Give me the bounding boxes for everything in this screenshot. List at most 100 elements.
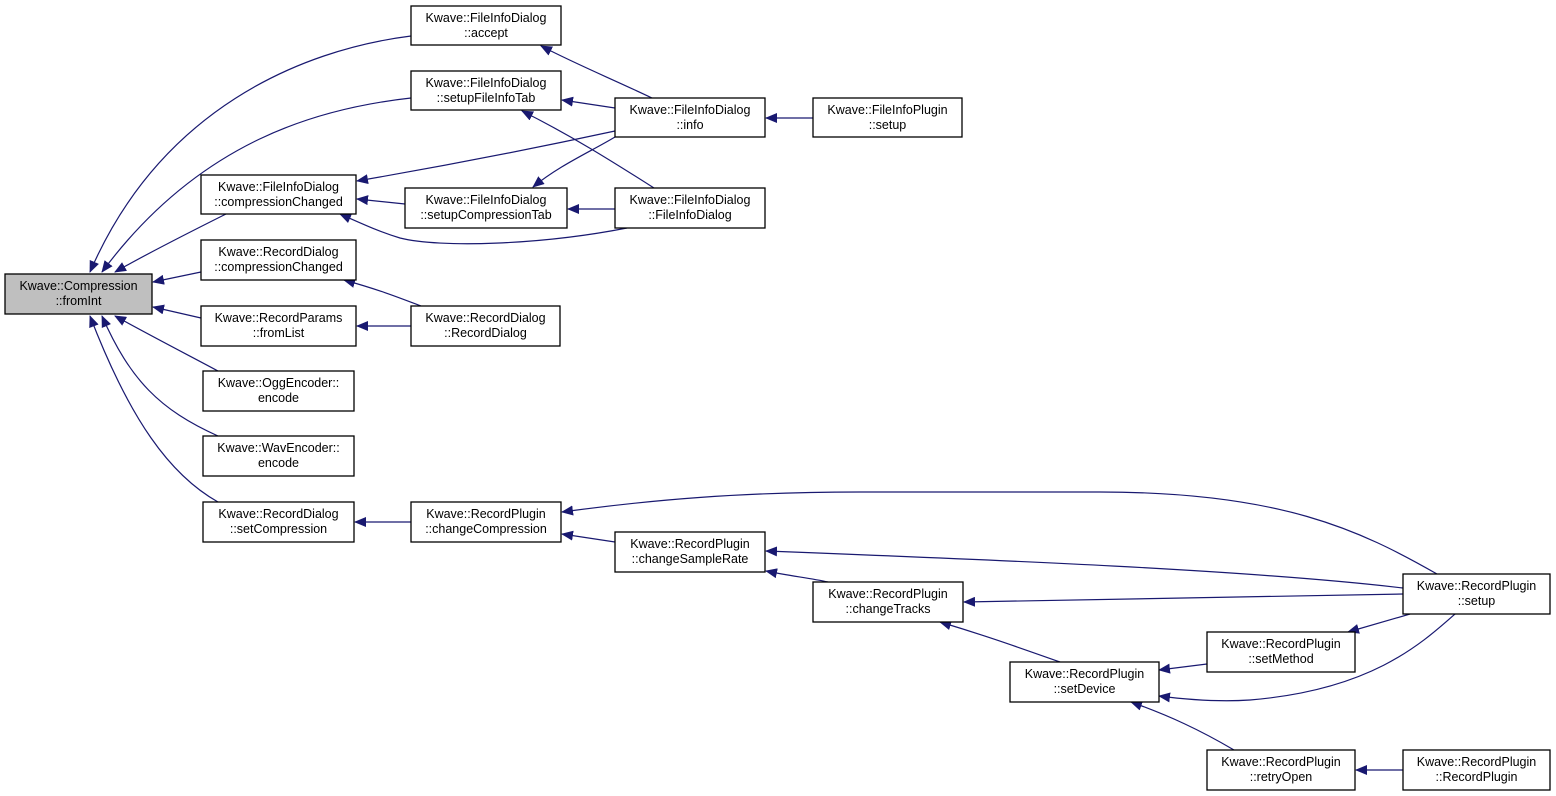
node-method-label: ::info: [676, 118, 703, 132]
edge-rpl_setup-to-rpl_changeSampleRate: [765, 546, 1404, 589]
node-class-label: Kwave::FileInfoPlugin: [827, 103, 947, 117]
node-rpl-changeTracks[interactable]: Kwave::RecordPlugin::changeTracks: [812, 581, 964, 623]
node-fip-setup[interactable]: Kwave::FileInfoPlugin::setup: [812, 97, 963, 138]
node-box: [1206, 749, 1356, 791]
node-method-label: ::setMethod: [1248, 652, 1313, 666]
node-class-label: Kwave::FileInfoDialog: [426, 76, 547, 90]
node-method-label: ::FileInfoDialog: [648, 208, 731, 222]
node-box: [202, 435, 355, 477]
node-class-label: Kwave::FileInfoDialog: [630, 103, 751, 117]
node-class-label: Kwave::RecordPlugin: [426, 507, 546, 521]
node-method-label: ::setup: [1458, 594, 1496, 608]
edge-fid_info-to-fid_setupFileInfoTab: [561, 96, 616, 109]
edge-rpl_changeTracks-to-rpl_changeSampleRate: [765, 568, 829, 583]
node-box: [200, 305, 357, 347]
edge-wav_encode-to-root: [101, 315, 219, 437]
node-rd-compressionChanged[interactable]: Kwave::RecordDialog::compressionChanged: [200, 239, 357, 281]
node-method-label: ::fromList: [253, 326, 305, 340]
node-box: [410, 5, 562, 46]
edge-rpl_retryOpen-to-rpl_setDevice: [1130, 701, 1235, 751]
edge-rpl_setup-to-rpl_changeTracks: [963, 593, 1404, 607]
edge-fid_ctor-to-fid_compressionChanged: [339, 213, 628, 245]
node-box: [202, 370, 355, 412]
node-rpl-retryOpen[interactable]: Kwave::RecordPlugin::retryOpen: [1206, 749, 1356, 791]
edge-fid_info-to-fid_accept: [540, 45, 653, 99]
node-box: [4, 273, 153, 315]
edge-fid_accept-to-root: [89, 35, 412, 273]
node-rpl-setMethod[interactable]: Kwave::RecordPlugin::setMethod: [1206, 631, 1356, 673]
edges-layer: [89, 35, 1456, 775]
node-box: [812, 581, 964, 623]
edge-fid_setupFileInfoTab-to-root: [101, 97, 412, 273]
node-class-label: Kwave::OggEncoder::: [218, 376, 340, 390]
node-method-label: ::retryOpen: [1250, 770, 1313, 784]
node-box: [1206, 631, 1356, 673]
node-method-label: encode: [258, 456, 299, 470]
edge-fid_setupCompressionTab-to-fid_compressionChanged: [356, 195, 406, 206]
node-method-label: ::setupCompressionTab: [420, 208, 551, 222]
node-box: [614, 187, 766, 229]
node-rpl-setup[interactable]: Kwave::RecordPlugin::setup: [1402, 573, 1551, 615]
edge-rd_compressionChanged-to-root: [152, 271, 202, 285]
node-rpl-ctor[interactable]: Kwave::RecordPlugin::RecordPlugin: [1402, 749, 1551, 791]
node-rd-setCompression[interactable]: Kwave::RecordDialog::setCompression: [202, 501, 355, 543]
node-class-label: Kwave::RecordPlugin: [630, 537, 750, 551]
node-class-label: Kwave::RecordDialog: [218, 507, 338, 521]
node-box: [614, 531, 766, 573]
node-method-label: ::changeSampleRate: [632, 552, 749, 566]
node-class-label: Kwave::RecordDialog: [218, 245, 338, 259]
nodes-layer: Kwave::Compression::fromInt Kwave::FileIn…: [4, 5, 1551, 791]
node-method-label: ::setDevice: [1054, 682, 1116, 696]
node-ogg-encode[interactable]: Kwave::OggEncoder::encode: [202, 370, 355, 412]
node-fid-compressionChanged[interactable]: Kwave::FileInfoDialog::compressionChange…: [200, 174, 357, 215]
node-fid-info[interactable]: Kwave::FileInfoDialog::info: [614, 97, 766, 138]
edge-rp_fromList-to-root: [152, 304, 202, 319]
node-class-label: Kwave::RecordPlugin: [828, 587, 948, 601]
node-box: [404, 187, 568, 229]
node-method-label: ::RecordPlugin: [1436, 770, 1518, 784]
node-fid-ctor[interactable]: Kwave::FileInfoDialog::FileInfoDialog: [614, 187, 766, 229]
node-class-label: Kwave::RecordPlugin: [1417, 755, 1537, 769]
node-rd-ctor[interactable]: Kwave::RecordDialog::RecordDialog: [410, 305, 561, 347]
node-fid-setupFileInfoTab[interactable]: Kwave::FileInfoDialog::setupFileInfoTab: [410, 70, 562, 111]
node-root[interactable]: Kwave::Compression::fromInt: [4, 273, 153, 315]
node-box: [1402, 749, 1551, 791]
node-method-label: ::compressionChanged: [214, 195, 343, 209]
node-rpl-changeCompression[interactable]: Kwave::RecordPlugin::changeCompression: [410, 501, 562, 543]
node-box: [1402, 573, 1551, 615]
node-box: [812, 97, 963, 138]
node-class-label: Kwave::FileInfoDialog: [426, 193, 547, 207]
node-box: [202, 501, 355, 543]
edge-ogg_encode-to-root: [114, 315, 219, 372]
node-method-label: ::setupFileInfoTab: [437, 91, 536, 105]
node-fid-setupCompressionTab[interactable]: Kwave::FileInfoDialog::setupCompressionT…: [404, 187, 568, 229]
edge-rpl_setMethod-to-rpl_setup: [1347, 613, 1411, 634]
node-class-label: Kwave::Compression: [19, 279, 137, 293]
edge-fid_info-to-fid_setupCompressionTab: [532, 136, 616, 188]
node-fid-accept[interactable]: Kwave::FileInfoDialog::accept: [410, 5, 562, 46]
node-box: [200, 239, 357, 281]
edge-rpl_setDevice-to-rpl_setMethod: [1158, 663, 1208, 674]
node-box: [614, 97, 766, 138]
edge-rd_setCompression-to-root: [89, 315, 219, 503]
node-rp-fromList[interactable]: Kwave::RecordParams::fromList: [200, 305, 357, 347]
node-box: [410, 305, 561, 347]
node-rpl-changeSampleRate[interactable]: Kwave::RecordPlugin::changeSampleRate: [614, 531, 766, 573]
node-class-label: Kwave::FileInfoDialog: [218, 180, 339, 194]
edge-rpl_changeSampleRate-to-rpl_changeCompression: [561, 530, 616, 543]
node-class-label: Kwave::RecordDialog: [425, 311, 545, 325]
node-rpl-setDevice[interactable]: Kwave::RecordPlugin::setDevice: [1009, 661, 1160, 703]
node-class-label: Kwave::RecordParams: [215, 311, 343, 325]
node-method-label: ::compressionChanged: [214, 260, 343, 274]
node-wav-encode[interactable]: Kwave::WavEncoder::encode: [202, 435, 355, 477]
edge-rpl_setup-to-rpl_setDevice: [1158, 613, 1456, 703]
node-method-label: ::setCompression: [230, 522, 327, 536]
node-method-label: ::changeTracks: [846, 602, 931, 616]
node-box: [410, 501, 562, 543]
edge-rpl_setup-to-rpl_changeCompression: [561, 491, 1438, 575]
node-class-label: Kwave::RecordPlugin: [1221, 637, 1341, 651]
node-class-label: Kwave::WavEncoder::: [217, 441, 340, 455]
node-method-label: ::RecordDialog: [444, 326, 527, 340]
edge-rd_ctor-to-rd_compressionChanged: [343, 278, 422, 307]
edge-fid_info-to-fid_compressionChanged: [356, 130, 616, 185]
